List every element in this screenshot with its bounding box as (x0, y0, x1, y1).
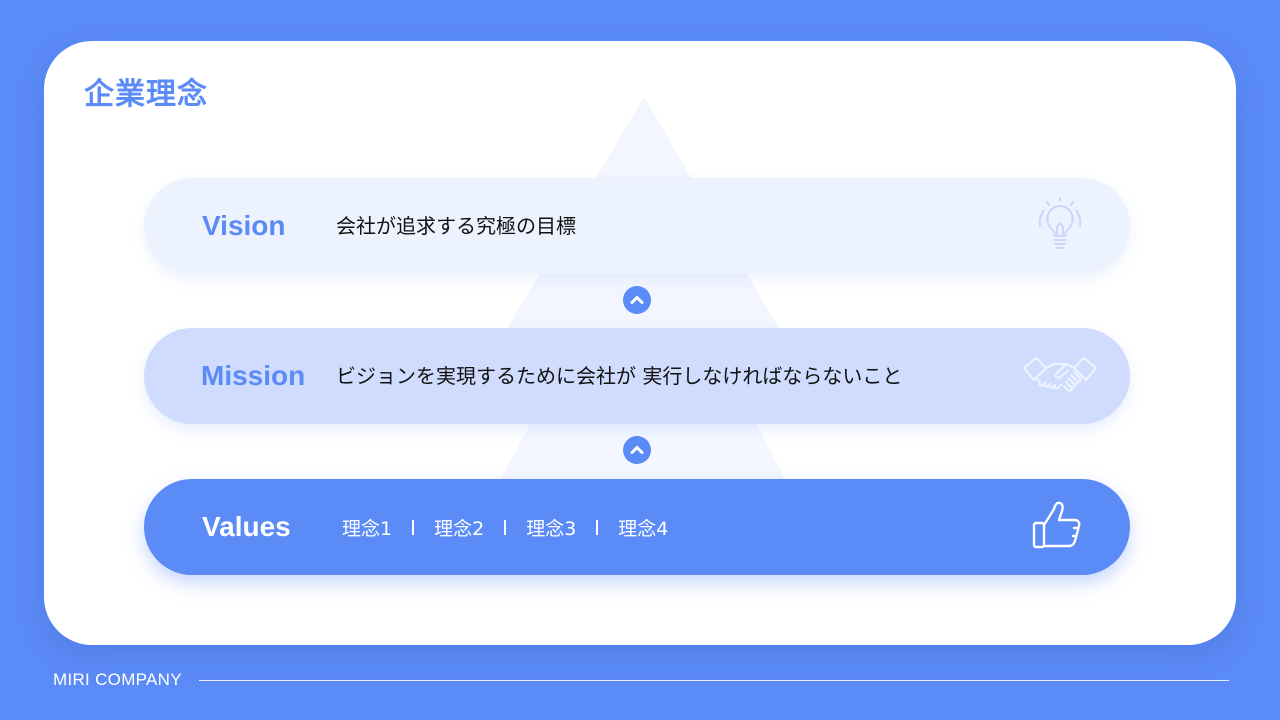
value-item-1: 理念1 (342, 517, 393, 540)
value-item-3: 理念3 (526, 517, 577, 540)
chevron-up-icon (623, 436, 651, 464)
thumbs-up-icon (1032, 501, 1081, 549)
mission-description: ビジョンを実現するために会社が 実行しなければならないこと (336, 364, 903, 388)
lightbulb-icon (1038, 197, 1082, 249)
chevron-up-icon (623, 286, 651, 314)
page-title: 企業理念 (84, 77, 208, 112)
mission-label: Mission (201, 360, 306, 391)
values-label: Values (202, 511, 291, 542)
handshake-icon (1022, 356, 1098, 392)
vision-description: 会社が追求する究極の目標 (336, 214, 576, 238)
values-list: 理念1 理念2 理念3 理念4 (342, 479, 668, 575)
content-card: 企業理念 Vision 会社が追求する究極の目標 Mission ビジョンを実現… (44, 41, 1236, 645)
vision-label: Vision (202, 210, 286, 241)
value-item-4: 理念4 (618, 517, 669, 540)
value-item-2: 理念2 (434, 517, 485, 540)
vision-row: Vision 会社が追求する究極の目標 (144, 178, 1130, 274)
value-separator (504, 519, 507, 535)
values-row: Values 理念1 理念2 理念3 理念4 (144, 479, 1130, 575)
mission-row: Mission ビジョンを実現するために会社が 実行しなければならないこと (144, 328, 1130, 424)
value-separator (412, 519, 415, 535)
footer-divider (199, 680, 1229, 681)
value-separator (596, 519, 599, 535)
company-name: MIRI COMPANY (53, 670, 182, 689)
